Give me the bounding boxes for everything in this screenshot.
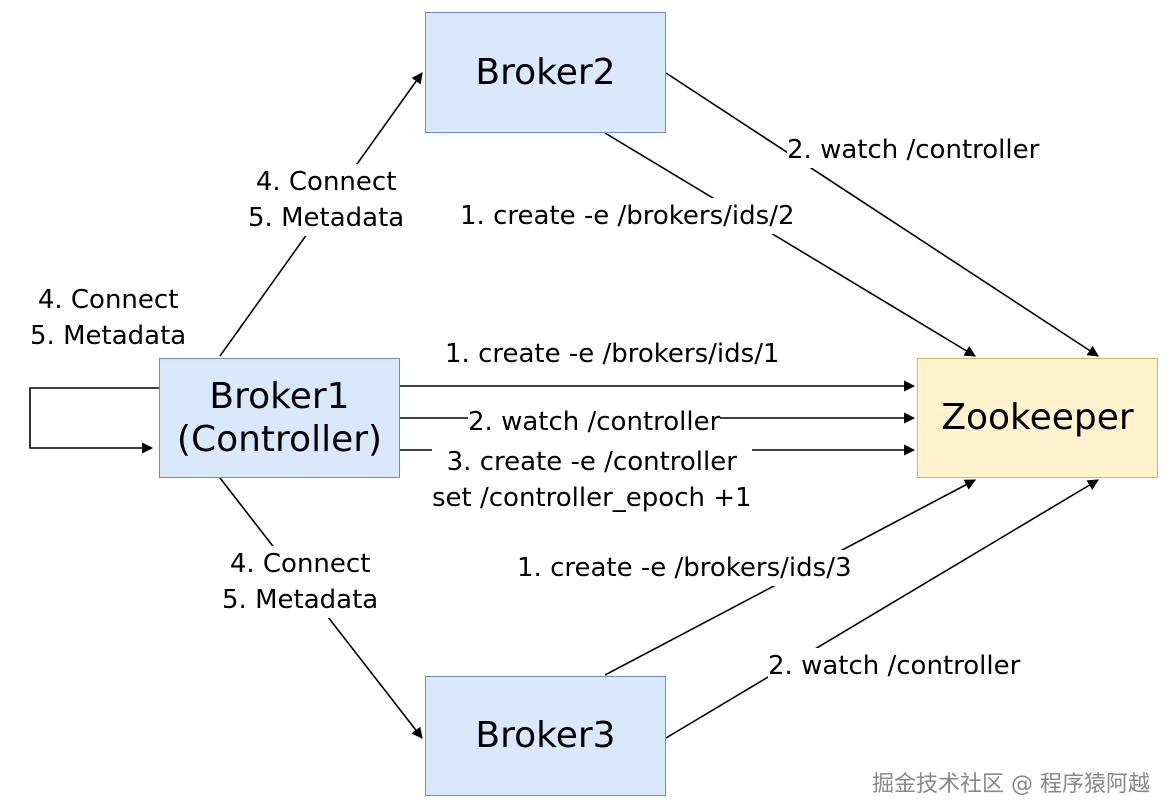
zookeeper-node: Zookeeper	[917, 358, 1158, 478]
edge-label-b1-self-metadata: 5. Metadata	[30, 321, 187, 351]
edge-label-b1-create: 1. create -e /brokers/ids/1	[445, 336, 780, 372]
edge-label-b1-b2-metadata: 5. Metadata	[248, 203, 405, 233]
edge-label-b1-b3-connect: 4. Connect	[229, 549, 371, 579]
edge-label-b1-controller: 3. create -e /controller set /controller…	[432, 444, 752, 516]
broker2-node: Broker2	[425, 12, 666, 133]
edge-label-b2-create: 1. create -e /brokers/ids/2	[460, 198, 795, 234]
edge-b2-zk-create	[604, 132, 976, 357]
broker1-node: Broker1 (Controller)	[159, 358, 400, 478]
edge-label-b3-create: 1. create -e /brokers/ids/3	[517, 550, 852, 586]
broker1-label: Broker1	[209, 375, 350, 417]
edge-label-b1-watch: 2. watch /controller	[468, 404, 721, 440]
edge-b2-zk-watch	[665, 72, 1099, 357]
broker1-role: (Controller)	[176, 419, 383, 460]
edge-b1-self	[29, 387, 159, 454]
edge-label-b1-controller-epoch: set /controller_epoch +1	[432, 483, 752, 513]
edge-label-b1-b2-connect: 4. Connect	[255, 167, 397, 197]
broker3-node: Broker3	[425, 676, 666, 796]
edge-label-b1-b3: 4. Connect 5. Metadata	[222, 546, 379, 618]
watermark: 掘金技术社区 @ 程序猿阿越	[872, 772, 1150, 797]
edge-label-b1-b2: 4. Connect 5. Metadata	[248, 164, 405, 236]
zookeeper-label: Zookeeper	[941, 397, 1134, 439]
broker3-label: Broker3	[475, 715, 616, 757]
edge-label-b3-watch: 2. watch /controller	[768, 648, 1021, 684]
edge-label-b1-self: 4. Connect 5. Metadata	[30, 282, 186, 354]
edge-b3-zk-watch	[665, 479, 1099, 739]
edge-label-b1-b3-metadata: 5. Metadata	[222, 585, 379, 615]
edge-label-b2-watch: 2. watch /controller	[787, 132, 1040, 168]
broker2-label: Broker2	[475, 51, 616, 93]
edge-label-b1-self-connect: 4. Connect	[37, 285, 179, 315]
edge-label-b1-controller-create: 3. create -e /controller	[446, 447, 737, 477]
